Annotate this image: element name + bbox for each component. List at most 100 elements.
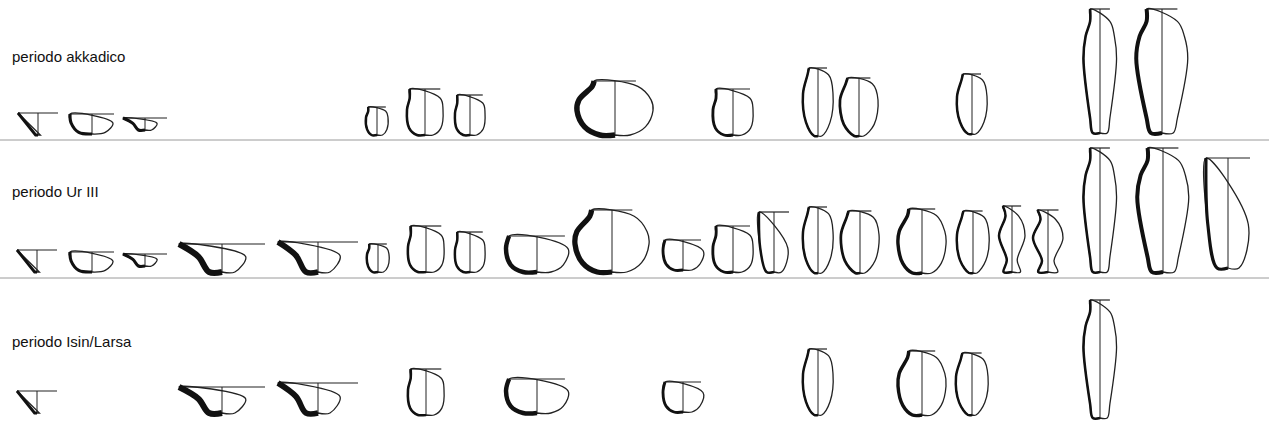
vessel-outline (367, 244, 389, 273)
period-label: periodo Ur III (12, 183, 99, 200)
vessel-section (123, 254, 145, 266)
vessel-outline (1033, 210, 1063, 273)
vessel-outline (957, 211, 989, 274)
vessel-outline (840, 77, 878, 136)
vessel-drawing (407, 88, 443, 135)
vessel-section (1083, 148, 1100, 273)
vessel-drawing (17, 250, 57, 272)
vessel-axis (37, 250, 38, 272)
vessel-axis (859, 78, 860, 136)
vessel-drawing (956, 353, 988, 416)
vessel-section (803, 207, 818, 273)
period-label: periodo Isin/Larsa (12, 333, 131, 350)
vessel-drawing (1033, 210, 1063, 273)
vessel-section (840, 78, 859, 136)
vessel-axis (860, 211, 861, 273)
vessel-outline (898, 208, 946, 273)
vessel-section (898, 209, 922, 274)
vessel-drawing (577, 80, 653, 136)
vessel-outline (17, 250, 39, 272)
vessel-drawing (575, 209, 649, 273)
vessel-section (17, 250, 37, 272)
vessel-axis (1162, 9, 1163, 133)
vessel-section (1136, 9, 1162, 134)
vessel-section (179, 244, 222, 273)
vessel-section (18, 113, 38, 135)
vessel-axis (222, 244, 223, 272)
vessel-section (408, 226, 426, 272)
vessel-outline (506, 235, 569, 273)
vessel-axis (1100, 300, 1101, 418)
vessel-axis (537, 379, 538, 413)
vessel-drawing (898, 350, 946, 415)
vessel-axis (425, 89, 426, 135)
vessel-section (1033, 210, 1048, 273)
vessel-outline (575, 209, 649, 273)
vessel-section (455, 232, 470, 272)
vessel-drawing (999, 206, 1025, 273)
vessel-drawing (713, 88, 753, 135)
vessel-outline (1083, 148, 1116, 273)
vessel-section (408, 369, 426, 415)
vessel-axis (818, 349, 819, 415)
vessel-outline (713, 225, 753, 272)
vessel-drawing (1203, 158, 1250, 269)
vessel-outline (841, 210, 879, 273)
vessel-axis (973, 211, 974, 273)
vessel-outline (663, 239, 704, 270)
vessel-section (123, 118, 145, 130)
vessel-section (506, 236, 537, 273)
vessel-outline (803, 207, 833, 274)
vessel-section (999, 206, 1012, 273)
vessel-drawing (179, 243, 265, 273)
vessel-drawing (803, 207, 833, 274)
vessel-drawing (123, 118, 167, 131)
vessel-drawing (757, 212, 789, 273)
vessel-section (70, 114, 92, 134)
vessel-drawing (506, 378, 569, 414)
vessel-section (957, 74, 972, 134)
vessel-section (506, 379, 537, 413)
vessel-axis (318, 383, 319, 413)
vessel-axis (615, 81, 616, 135)
vessel-axis (972, 74, 973, 134)
vessel-axis (1163, 148, 1164, 272)
vessel-drawing (957, 211, 989, 274)
vessel-outline (366, 107, 388, 136)
vessel-axis (818, 207, 819, 273)
vessel-outline (713, 88, 753, 135)
vessel-drawing (1137, 148, 1189, 273)
vessel-drawing (713, 225, 753, 272)
vessel-drawing (366, 107, 388, 136)
vessel-drawing (1083, 9, 1116, 134)
vessel-axis (318, 242, 319, 272)
vessel-outline (179, 386, 246, 413)
vessel-drawing (179, 386, 265, 413)
vessel-section (841, 211, 860, 273)
vessel-axis (733, 226, 734, 272)
vessel-drawing (803, 349, 833, 416)
vessel-axis (222, 387, 223, 413)
vessel-axis (145, 254, 146, 266)
vessel-section (803, 68, 818, 136)
vessel-outline (455, 232, 485, 273)
vessel-outline (123, 254, 157, 267)
vessel-outline (956, 353, 988, 416)
vessel-section (17, 391, 37, 413)
vessel-axis (92, 114, 93, 134)
vessel-axis (37, 391, 38, 413)
vessel-outline (1083, 300, 1116, 419)
vessel-drawing (408, 368, 444, 415)
vessel-axis (683, 240, 684, 270)
vessel-outline (957, 74, 987, 135)
vessel-drawing (455, 232, 485, 273)
vessel-section (278, 383, 318, 414)
vessel-section (407, 89, 425, 135)
row-separator (0, 140, 1269, 141)
vessel-axis (145, 118, 146, 130)
vessel-axis (1100, 9, 1101, 133)
vessel-axis (774, 212, 775, 272)
row-separator (0, 278, 1269, 279)
